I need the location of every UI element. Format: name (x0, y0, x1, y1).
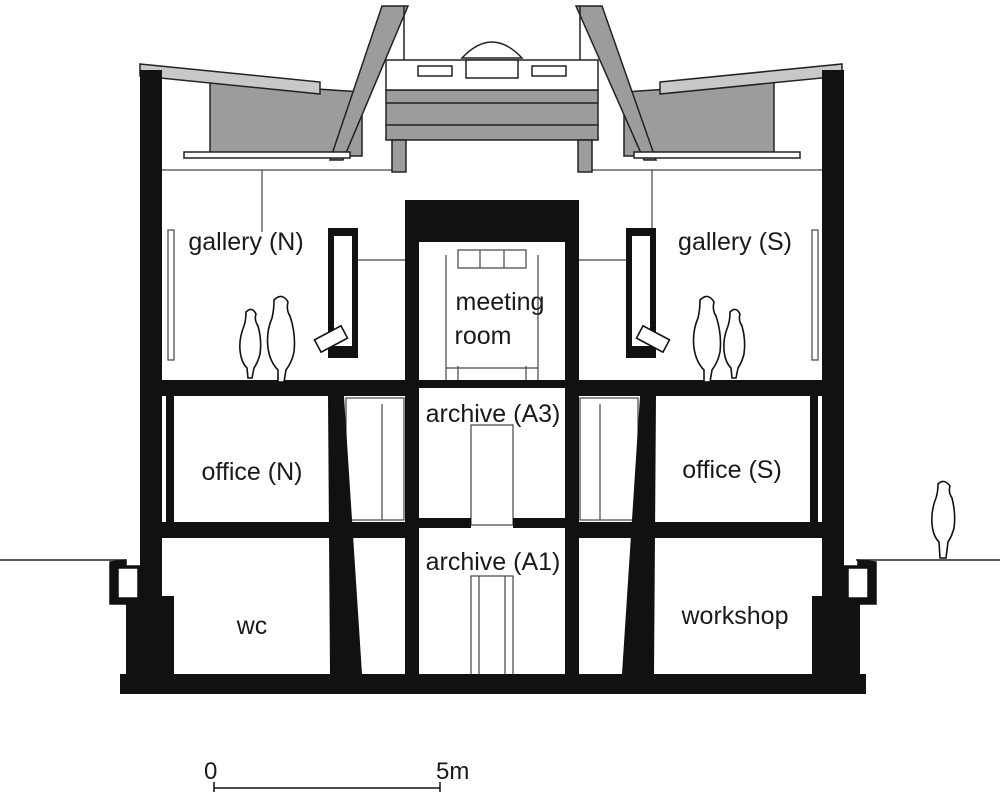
roof-glazing (139, 5, 843, 173)
scale-bar (213, 782, 441, 792)
meeting-room-label-line1: meeting (455, 288, 545, 316)
scale-end-label: 5m (436, 758, 470, 785)
archive-a3-label: archive (A3) (425, 400, 561, 428)
archive-a1-label: archive (A1) (425, 548, 561, 576)
office-s-label: office (S) (682, 456, 782, 484)
workshop-label: workshop (681, 602, 789, 630)
gallery-n-label: gallery (N) (188, 228, 304, 256)
scale-start-label: 0 (204, 758, 218, 785)
human-figures (239, 295, 956, 559)
structural-walls (120, 70, 866, 694)
light-fixtures (313, 324, 671, 354)
light-wells (109, 559, 877, 605)
office-n-label: office (N) (201, 458, 303, 486)
column-voids (334, 236, 650, 346)
meeting-room-label-line2: room (454, 322, 512, 350)
gallery-s-label: gallery (S) (678, 228, 792, 256)
wc-label: wc (236, 612, 268, 640)
